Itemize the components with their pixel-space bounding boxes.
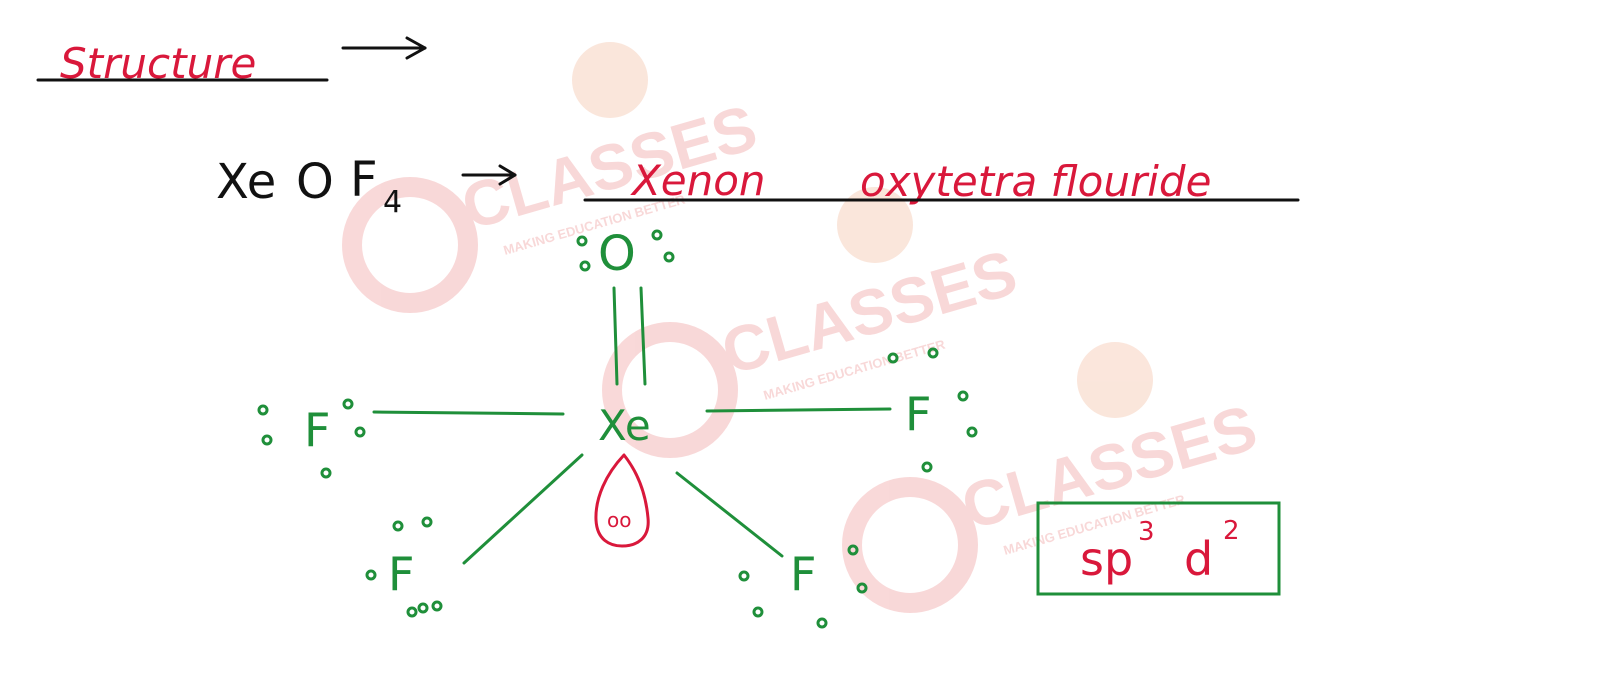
fbl-lp-3 [365, 569, 377, 581]
fl-lp-2 [261, 434, 273, 446]
header-arrow [341, 36, 427, 60]
watermark-1-head [572, 42, 648, 118]
fbl-lp-2 [421, 516, 433, 528]
bond-xe-f-bottom-left [462, 453, 584, 565]
fbl-lp-6 [431, 600, 443, 612]
fbr-lp-3 [738, 570, 750, 582]
name-xenon: Xenon [630, 156, 766, 205]
hybridization-exp2: 2 [1223, 516, 1240, 546]
single-bonds [372, 407, 892, 565]
oxygen-lp-1 [576, 235, 588, 247]
fr-lp-5 [921, 461, 933, 473]
double-bond-line-1 [612, 286, 619, 386]
hybridization-frame [1036, 501, 1281, 596]
oxygen-lp-3 [651, 229, 663, 241]
fbr-lp-2 [856, 582, 868, 594]
double-bond-xe-o [612, 286, 647, 386]
formula-f: F [350, 152, 378, 208]
xenon-center-atom: Xe [598, 401, 651, 450]
watermark-1-circle [342, 177, 478, 313]
fr-lp-1 [887, 352, 899, 364]
watermark-3-head [1077, 342, 1153, 418]
oxygen-lp-4 [663, 251, 675, 263]
formula-sub4: 4 [383, 185, 402, 220]
double-bond-line-2 [639, 286, 647, 386]
hybridization-exp1: 3 [1138, 517, 1155, 547]
formula-line: Xe O F 4 Xenon oxytetra flouride [216, 152, 1300, 220]
fbr-lp-5 [816, 617, 828, 629]
structure-header: Structure [36, 36, 427, 88]
fbl-lp-5 [417, 602, 429, 614]
fluorine-bottom-right-lone-pairs [738, 544, 868, 629]
fbr-lp-4 [752, 606, 764, 618]
fr-lp-4 [966, 426, 978, 438]
formula-arrow-head [498, 164, 517, 186]
bond-xe-f-right [705, 407, 892, 413]
lone-pair-electrons: oo [607, 508, 631, 532]
fl-lp-3 [342, 398, 354, 410]
formula-o: O [296, 154, 334, 210]
oxygen-lone-pairs [576, 229, 675, 272]
watermark-2-circle [602, 322, 738, 458]
lone-pair-lobe [594, 453, 650, 548]
fl-lp-5 [320, 467, 332, 479]
watermark-3-circle [842, 477, 978, 613]
fluorine-bottom-left-atom: F [388, 547, 414, 601]
fluorine-bottom-left-lone-pairs [365, 516, 443, 618]
bond-xe-f-left [372, 410, 565, 416]
hybridization-sp: sp [1080, 532, 1133, 586]
hybridization-box: sp 3 d 2 [1036, 501, 1281, 596]
fbl-lp-4 [406, 606, 418, 618]
xenon-lone-pair: oo [594, 453, 650, 548]
fl-lp-1 [257, 404, 269, 416]
oxygen-lp-2 [579, 260, 591, 272]
fluorine-right-atom: F [905, 387, 931, 441]
oxygen-atom: O [598, 226, 636, 282]
fluorine-left-atom: F [304, 403, 330, 457]
watermark-2-head [837, 187, 913, 263]
fr-lp-2 [927, 347, 939, 359]
fr-lp-3 [957, 390, 969, 402]
xeof4-molecule: O Xe F [257, 226, 978, 629]
hybridization-d: d [1184, 532, 1213, 586]
formula-xe: Xe [216, 154, 276, 210]
fl-lp-4 [354, 426, 366, 438]
name-rest: oxytetra flouride [860, 157, 1211, 206]
formula-arrow [461, 164, 517, 186]
fluorine-right-lone-pairs [887, 347, 978, 473]
fluorine-left-lone-pairs [257, 398, 366, 479]
fbr-lp-1 [847, 544, 859, 556]
fluorine-bottom-right-atom: F [790, 547, 816, 601]
header-arrow-head [405, 36, 427, 60]
bond-xe-f-bottom-right [675, 471, 784, 558]
fbl-lp-1 [392, 520, 404, 532]
